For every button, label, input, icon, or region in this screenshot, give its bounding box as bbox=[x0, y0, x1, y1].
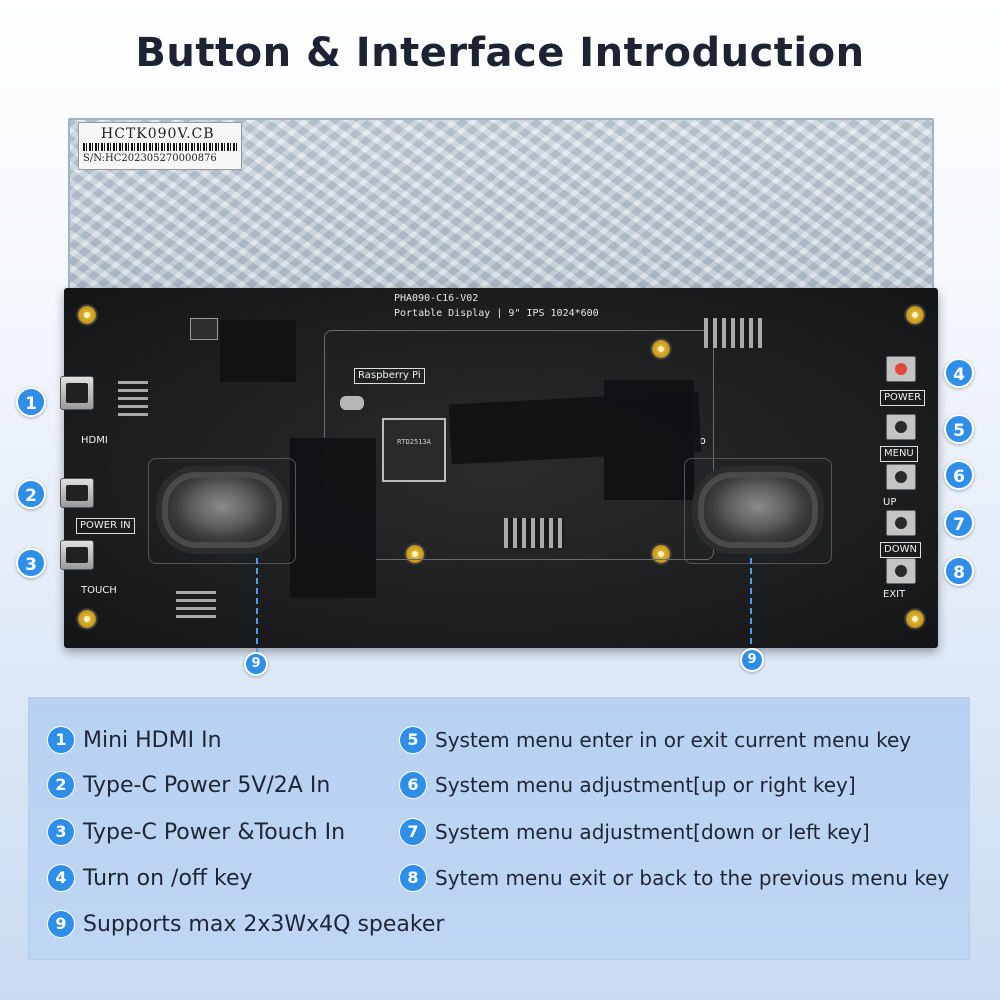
legend-text: Type-C Power 5V/2A In bbox=[83, 772, 331, 798]
hdmi-label: HDMI bbox=[81, 435, 108, 446]
legend-number: 9 bbox=[47, 910, 75, 938]
legend-item: 8 Sytem menu exit or back to the previou… bbox=[399, 864, 949, 892]
legend-text: System menu adjustment[up or right key] bbox=[435, 773, 856, 797]
smd-components bbox=[118, 380, 148, 416]
legend-number: 7 bbox=[399, 818, 427, 846]
legend-number: 8 bbox=[399, 864, 427, 892]
legend-item: 3 Type-C Power &Touch In bbox=[47, 818, 345, 846]
serial-sticker: HCTK090V.CB S/N:HC202305270000876 bbox=[78, 122, 242, 170]
tape-strip bbox=[290, 438, 376, 598]
legend-number: 5 bbox=[399, 726, 427, 754]
legend-item: 4 Turn on /off key bbox=[47, 864, 253, 892]
board-desc: Portable Display | 9" IPS 1024*600 bbox=[394, 308, 599, 319]
controller-chip: RTD2513A bbox=[382, 418, 446, 482]
legend-item: 6 System menu adjustment[up or right key… bbox=[399, 771, 856, 799]
tape-strip bbox=[604, 380, 694, 500]
legend-text: Type-C Power &Touch In bbox=[83, 819, 346, 845]
exit-button[interactable] bbox=[886, 558, 916, 584]
legend-number: 2 bbox=[47, 771, 75, 799]
board-id: PHA090-C16-V02 bbox=[394, 293, 479, 304]
speaker-right bbox=[692, 466, 824, 554]
legend-number: 3 bbox=[47, 818, 75, 846]
type-c-touch-port bbox=[60, 540, 94, 570]
menu-button[interactable] bbox=[886, 414, 916, 440]
screw-icon bbox=[904, 608, 926, 630]
callout-9-right: 9 bbox=[740, 648, 764, 672]
down-label: DOWN bbox=[880, 542, 921, 558]
up-button[interactable] bbox=[886, 464, 916, 490]
smd-components bbox=[704, 318, 764, 348]
screw-icon bbox=[650, 338, 672, 360]
legend-text: Sytem menu exit or back to the previous … bbox=[435, 866, 950, 890]
serial-number: S/N:HC202305270000876 bbox=[83, 153, 217, 164]
barcode-icon bbox=[83, 143, 237, 151]
legend-number: 1 bbox=[47, 726, 75, 754]
smd-components bbox=[176, 588, 216, 618]
speaker-pointer-line bbox=[256, 558, 258, 654]
legend-item: 2 Type-C Power 5V/2A In bbox=[47, 771, 330, 799]
legend-text: Mini HDMI In bbox=[83, 727, 222, 753]
crystal-oscillator bbox=[340, 396, 364, 410]
tape-strip bbox=[220, 320, 296, 382]
callout-3: 3 bbox=[16, 548, 46, 578]
exit-label: EXIT bbox=[883, 589, 906, 600]
raspberry-pi-label: Raspberry Pi bbox=[354, 368, 425, 384]
model-number: HCTK090V.CB bbox=[101, 126, 215, 142]
screw-icon bbox=[904, 304, 926, 326]
legend-panel: 1 Mini HDMI In 2 Type-C Power 5V/2A In 3… bbox=[28, 697, 970, 960]
legend-item: 5 System menu enter in or exit current m… bbox=[399, 726, 911, 754]
legend-item: 1 Mini HDMI In bbox=[47, 726, 222, 754]
legend-text: System menu enter in or exit current men… bbox=[435, 728, 912, 752]
speaker-frame bbox=[148, 458, 296, 564]
legend-text: System menu adjustment[down or left key] bbox=[435, 820, 870, 844]
legend-number: 4 bbox=[47, 864, 75, 892]
smd-components bbox=[504, 518, 564, 548]
callout-4: 4 bbox=[944, 358, 974, 388]
callout-2: 2 bbox=[16, 479, 46, 509]
screw-icon bbox=[76, 304, 98, 326]
legend-text: Turn on /off key bbox=[83, 865, 253, 891]
speaker-frame bbox=[684, 458, 832, 564]
legend-item: 7 System menu adjustment[down or left ke… bbox=[399, 818, 870, 846]
callout-6: 6 bbox=[944, 460, 974, 490]
menu-label: MENU bbox=[880, 446, 918, 462]
callout-8: 8 bbox=[944, 556, 974, 586]
up-label: UP bbox=[883, 497, 897, 508]
touch-label: TOUCH bbox=[81, 585, 117, 596]
screw-icon bbox=[76, 608, 98, 630]
legend-item: 9 Supports max 2x3Wx4Q speaker bbox=[47, 910, 444, 938]
power-in-label: POWER IN bbox=[76, 518, 135, 534]
mini-hdmi-port bbox=[60, 376, 94, 410]
power-label: POWER bbox=[880, 390, 926, 406]
callout-5: 5 bbox=[944, 414, 974, 444]
callout-1: 1 bbox=[16, 387, 46, 417]
type-c-power-port bbox=[60, 478, 94, 508]
speaker-left bbox=[156, 466, 288, 554]
power-button[interactable] bbox=[886, 356, 916, 382]
callout-7: 7 bbox=[944, 508, 974, 538]
down-button[interactable] bbox=[886, 510, 916, 536]
circuit-board: PHA090-C16-V02 Portable Display | 9" IPS… bbox=[60, 288, 938, 648]
page-title: Button & Interface Introduction bbox=[135, 30, 865, 76]
legend-text: Supports max 2x3Wx4Q speaker bbox=[83, 911, 445, 937]
callout-9-left: 9 bbox=[244, 652, 268, 676]
speaker-pointer-line bbox=[750, 558, 752, 654]
legend-number: 6 bbox=[399, 771, 427, 799]
ic-component bbox=[190, 318, 218, 340]
